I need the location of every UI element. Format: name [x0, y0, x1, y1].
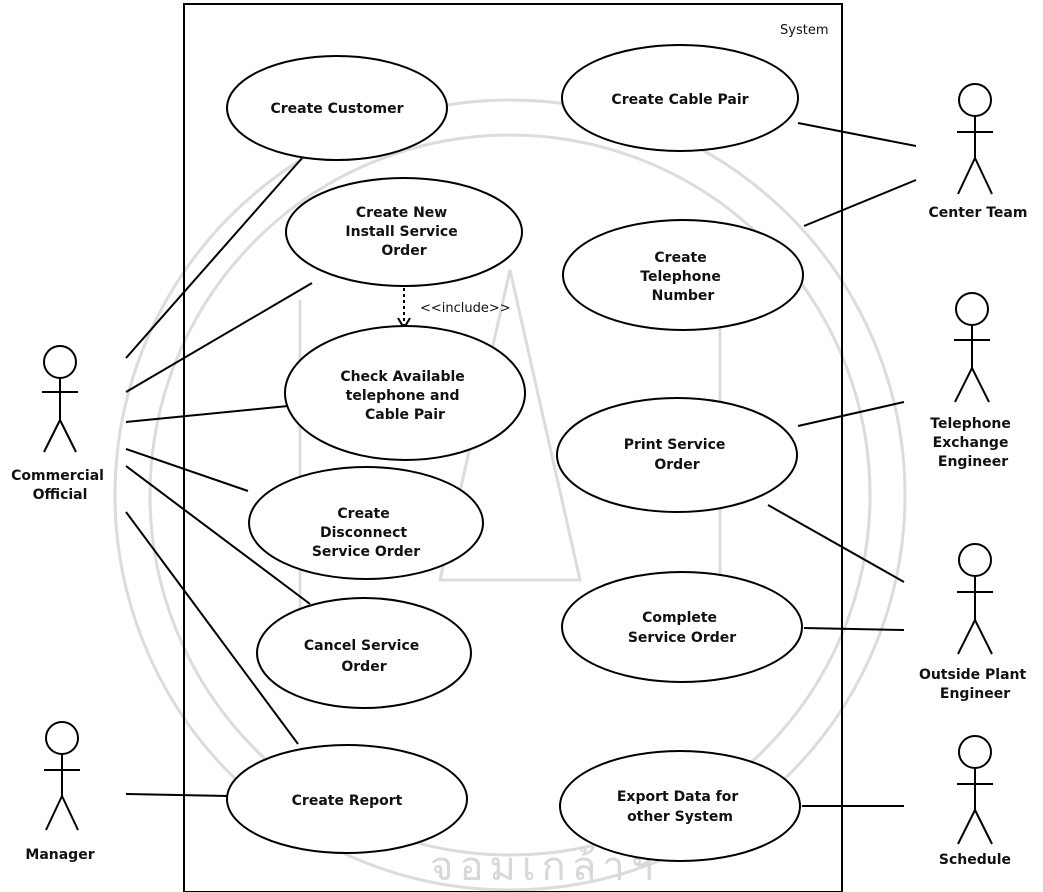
assoc-co-create-disconnect — [125, 448, 249, 492]
actor-icon-commercial-official — [42, 345, 78, 453]
actor-icon-manager — [44, 721, 80, 831]
assoc-ope-complete-service-order — [803, 627, 905, 631]
actor-label-outside-plant-engineer: Outside Plant Engineer — [919, 667, 1031, 702]
label-export-data: Export Data for other System — [617, 789, 743, 825]
actor-label-manager: Manager — [25, 847, 94, 863]
actor-labels: Commercial Official Manager Center Team … — [11, 205, 1031, 868]
label-create-report: Create Report — [292, 793, 403, 809]
assoc-co-cancel-service — [125, 465, 311, 605]
use-case-create-disconnect — [248, 466, 484, 580]
assoc-co-check-available — [125, 405, 289, 423]
system-label: System — [780, 23, 828, 38]
include-label: <<include>> — [420, 301, 511, 316]
actor-label-center-team: Center Team — [929, 205, 1028, 221]
assoc-co-create-customer — [125, 156, 304, 359]
label-print-service-order: Print Service Order — [624, 437, 731, 473]
label-complete-service-order: Complete Service Order — [628, 610, 736, 646]
actor-icon-center-team — [957, 83, 993, 195]
use-case-create-cable-pair — [561, 44, 799, 152]
use-case-export-data — [559, 750, 801, 862]
associations — [125, 122, 917, 807]
use-cases — [226, 44, 804, 862]
assoc-tee-print-service-order — [797, 401, 905, 427]
use-case-labels: Create Customer Create New Install Servi… — [270, 92, 748, 825]
assoc-ope-print-service-order — [767, 504, 905, 583]
label-cancel-service: Cancel Service Order — [304, 638, 424, 675]
label-create-telephone-number: Create Telephone Number — [640, 250, 725, 304]
use-case-print-service-order — [556, 397, 798, 513]
use-case-complete-service-order — [561, 571, 803, 683]
assoc-ct-create-cable-pair — [797, 122, 917, 147]
use-case-cancel-service — [256, 597, 472, 709]
actor-icon-outside-plant-engineer — [957, 543, 993, 655]
actors — [42, 83, 993, 845]
use-case-create-customer — [226, 55, 448, 161]
actor-label-commercial-official: Commercial Official — [11, 468, 109, 503]
assoc-co-create-new-install — [125, 282, 313, 393]
actor-label-schedule: Schedule — [939, 852, 1011, 868]
actor-label-telephone-exchange-engineer: Telephone Exchange Engineer — [930, 416, 1015, 470]
system-boundary — [183, 3, 843, 892]
label-create-new-install: Create New Install Service Order — [345, 205, 462, 259]
label-create-cable-pair: Create Cable Pair — [611, 92, 748, 108]
use-case-check-available — [284, 325, 526, 461]
label-create-disconnect: Create Disconnect Service Order — [312, 506, 420, 560]
label-check-available: Check Available telephone and Cable Pair — [340, 369, 469, 423]
use-case-create-new-install — [285, 177, 523, 287]
actor-icon-telephone-exchange-engineer — [954, 292, 990, 403]
use-case-create-telephone-number — [562, 219, 804, 331]
label-create-customer: Create Customer — [270, 101, 403, 117]
actor-icon-schedule — [957, 735, 993, 845]
assoc-ct-create-telephone-number — [803, 179, 917, 227]
include-relationship: <<include>> — [397, 282, 511, 330]
use-case-create-report — [226, 744, 468, 854]
assoc-manager-create-report — [125, 793, 229, 797]
assoc-co-create-report — [125, 511, 299, 745]
